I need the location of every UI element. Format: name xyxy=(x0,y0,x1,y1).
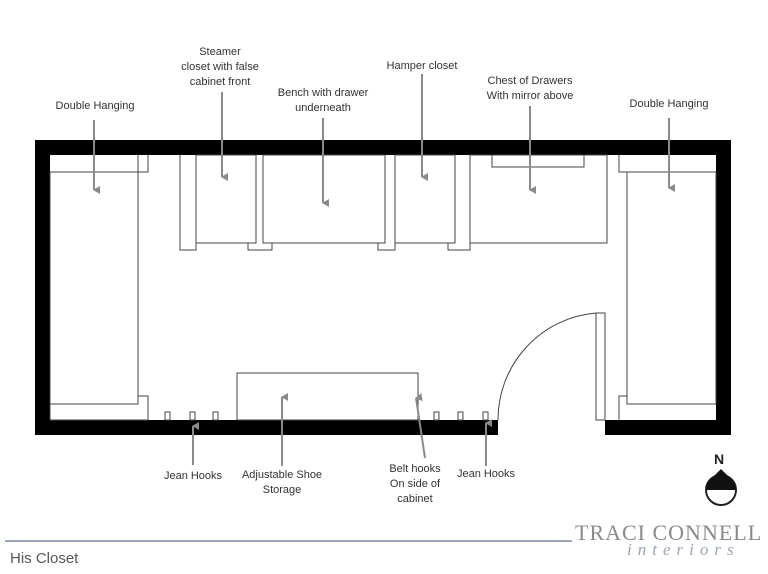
label-double-hanging-left: Double Hanging xyxy=(55,100,135,112)
label-chest-line-2: With mirror above xyxy=(486,90,574,102)
logo-main-text: TRACI CONNELL xyxy=(575,520,763,545)
jean-hook-left-3 xyxy=(212,411,219,421)
mirror xyxy=(491,154,585,168)
wall-bottom-left xyxy=(35,420,498,435)
label-jean-hooks-left: Jean Hooks xyxy=(163,470,223,482)
steamer-base xyxy=(247,243,273,251)
label-belt-hooks-line-2: On side of xyxy=(389,478,441,490)
door-swing-arc xyxy=(497,312,597,421)
label-shoe-storage-line-2: Storage xyxy=(262,484,302,496)
jean-hook-left-2 xyxy=(189,411,196,421)
wall-bottom-right xyxy=(605,420,731,435)
compass-icon xyxy=(705,469,737,506)
label-double-hanging-right: Double Hanging xyxy=(629,98,709,110)
steamer-closet xyxy=(195,154,257,244)
label-hamper: Hamper closet xyxy=(386,60,458,72)
right-cabinet-bottom-panel xyxy=(618,395,716,420)
label-belt-hooks: Belt hooks On side of cabinet xyxy=(375,462,455,507)
compass-letter: N xyxy=(714,451,725,467)
left-hanging-cabinet xyxy=(49,171,139,405)
arrow-belt-hooks xyxy=(415,393,426,459)
shoe-storage xyxy=(236,372,419,421)
wall-top xyxy=(35,140,731,155)
label-bench-line-2: underneath xyxy=(295,102,351,114)
belt-hook-2 xyxy=(457,411,464,421)
bench-base xyxy=(377,243,396,251)
label-bench-line-1: Bench with drawer xyxy=(277,87,369,99)
right-hanging-cabinet xyxy=(626,171,717,405)
jean-hook-left-1 xyxy=(164,411,171,421)
logo-sub-text: interiors xyxy=(627,540,740,559)
label-shoe-storage: Adjustable Shoe Storage xyxy=(227,468,337,498)
belt-hook-1 xyxy=(433,411,440,421)
label-chest-line-1: Chest of Drawers xyxy=(487,75,573,87)
wall-right xyxy=(716,140,731,435)
label-chest: Chest of Drawers With mirror above xyxy=(470,74,590,104)
label-steamer-line-1: Steamer xyxy=(199,46,241,58)
label-belt-hooks-line-3: cabinet xyxy=(397,493,433,505)
label-jean-hooks-right: Jean Hooks xyxy=(456,468,516,480)
label-bench: Bench with drawer underneath xyxy=(263,86,383,116)
label-steamer-line-2: closet with false xyxy=(181,61,259,73)
page-title: His Closet xyxy=(10,550,79,567)
walls xyxy=(35,140,731,435)
right-cabinet-top-panel xyxy=(618,155,627,173)
hamper-closet xyxy=(394,154,456,244)
left-cabinet-top-panel xyxy=(137,155,149,173)
label-shoe-storage-line-1: Adjustable Shoe xyxy=(241,469,323,481)
wall-left xyxy=(35,140,50,435)
label-steamer: Steamer closet with false cabinet front xyxy=(165,45,275,90)
jean-hook-right-1 xyxy=(482,411,489,421)
steamer-side-panel xyxy=(179,155,197,251)
hamper-side-panel xyxy=(447,155,471,251)
left-cabinet-bottom-panel xyxy=(49,395,149,421)
label-steamer-line-3: cabinet front xyxy=(189,76,251,88)
door-leaf xyxy=(595,312,606,421)
chest-of-drawers xyxy=(469,154,608,244)
label-belt-hooks-line-1: Belt hooks xyxy=(389,463,441,475)
brand-logo: TRACI CONNELL interiors xyxy=(575,520,765,560)
